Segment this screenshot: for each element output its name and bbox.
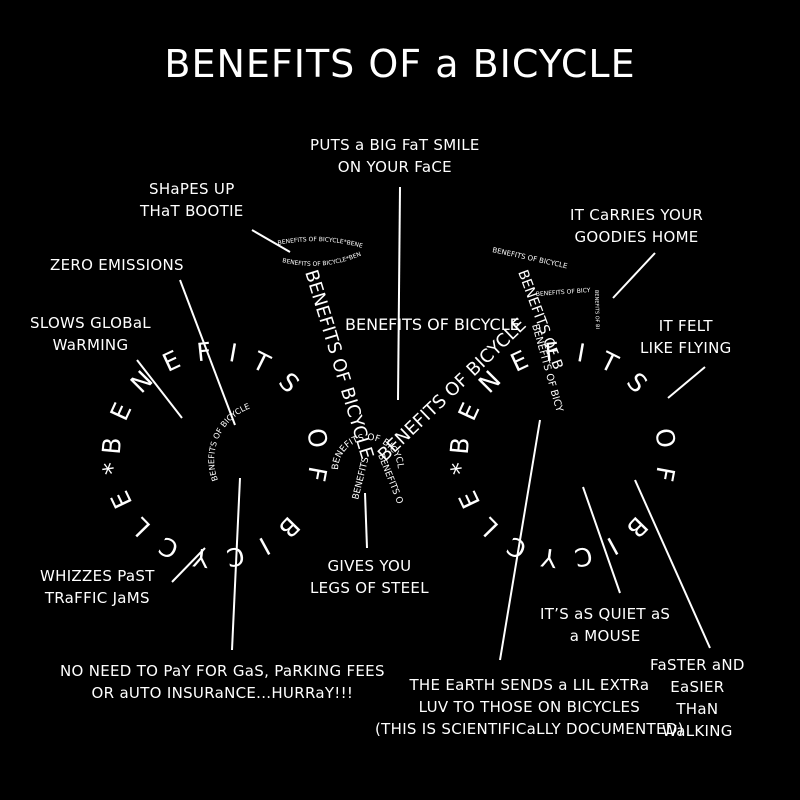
pointer-traffic [171,547,206,583]
pointer-flying [667,366,706,399]
pointer-earth [499,419,541,661]
pointer-faster [634,479,711,649]
pointer-emissions [179,279,236,426]
pointer-goodies [612,252,656,299]
stay-right-text: BENEFITS OF BICYCLE [0,0,404,506]
pointer-gas [231,477,241,651]
handlebar-top-text: BENEFITS OF BICYCLE [492,246,569,270]
pointer-lines [136,186,711,661]
pointer-smile [397,186,401,401]
stay-left-text: BENEFITS OF BICYCLE [0,0,372,501]
page-title: BENEFITS OF a BICYCLE [164,42,636,86]
pointer-legs [364,492,368,549]
pointer-quiet [582,486,621,594]
handlebar-drop-text: BENEFITS OF BICYCLE [0,0,600,329]
pointer-bootie [251,229,291,253]
pointer-warming [136,359,183,419]
top-tube-text: BENEFITS OF BICYCLE [345,315,520,334]
rear-inner-text: BENEFITS OF BICYCLE [207,402,251,483]
seat-bottom-text: BENEFITS OF BICYCLE*BENEFITS OF BICYCLE [0,0,362,268]
